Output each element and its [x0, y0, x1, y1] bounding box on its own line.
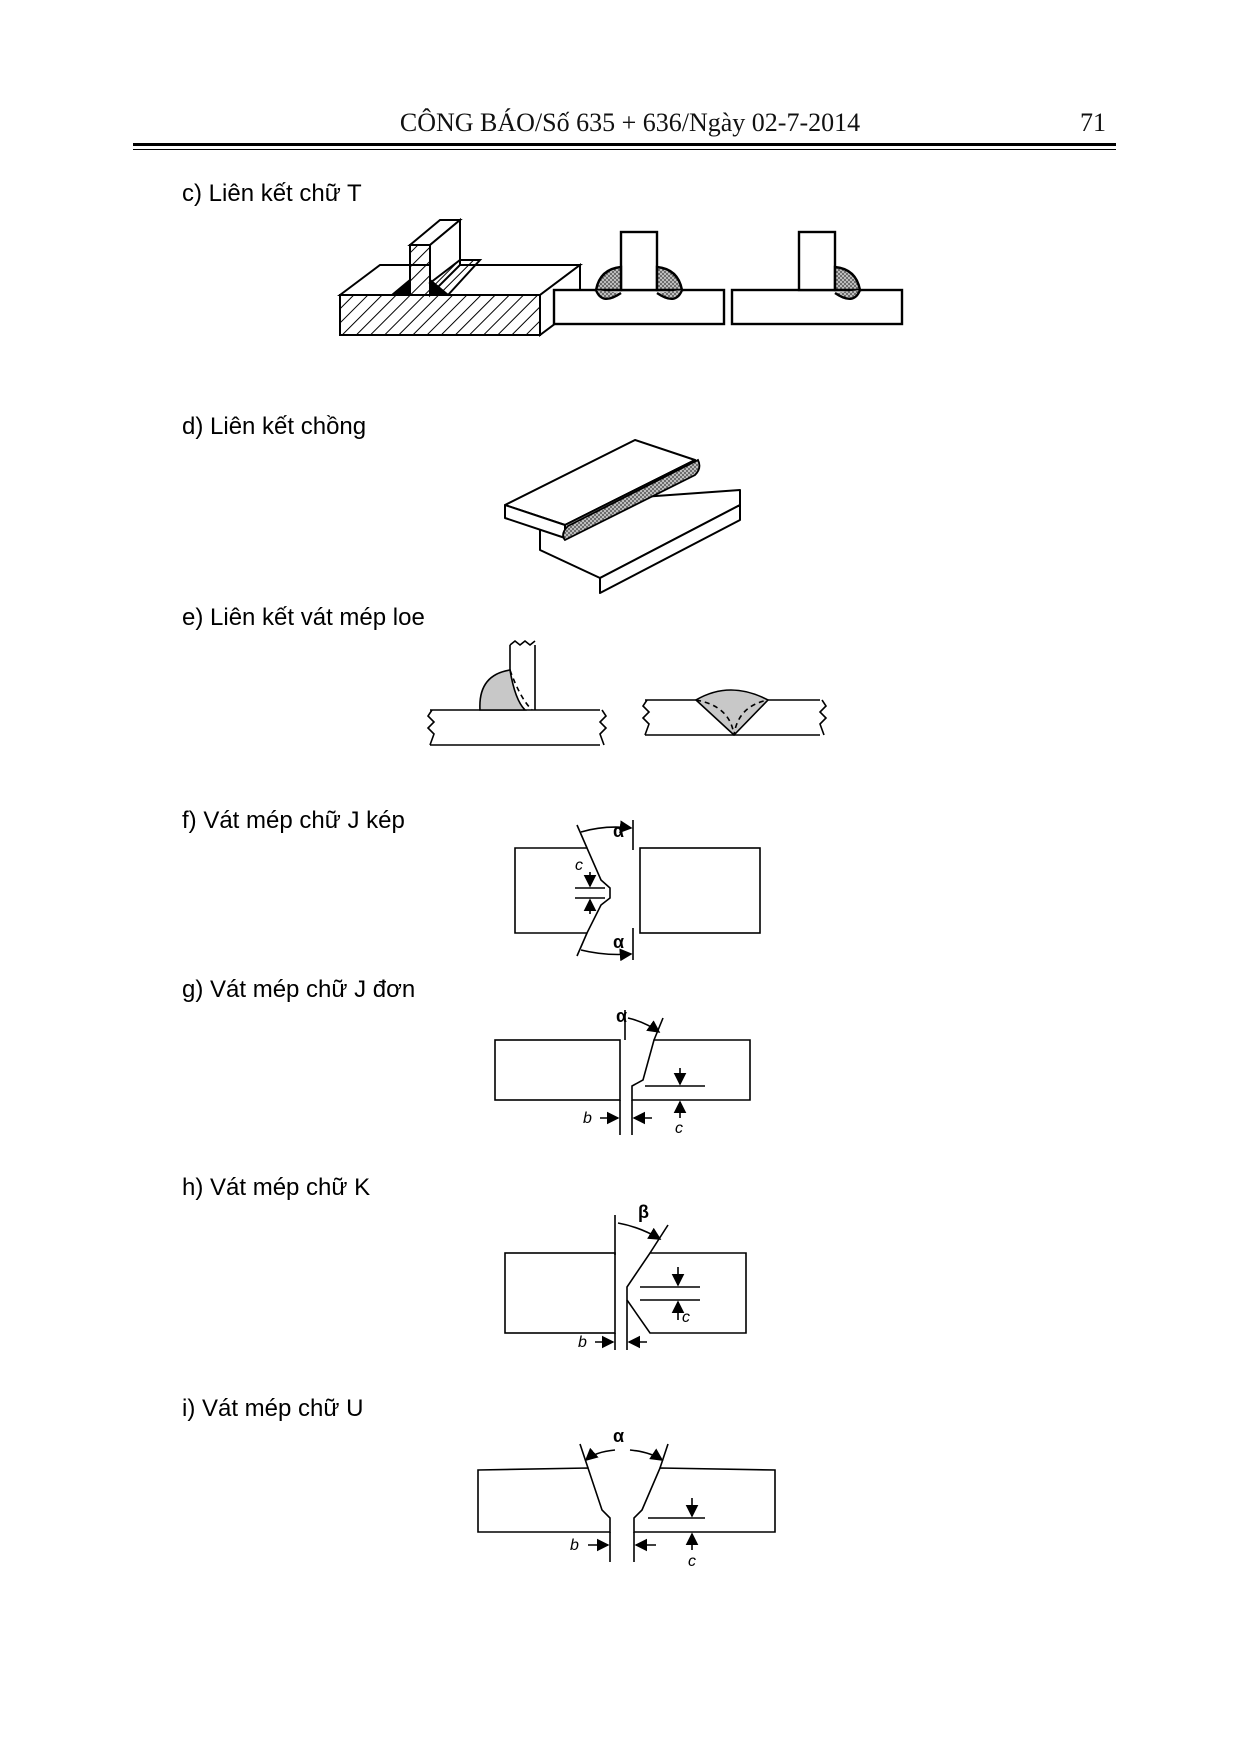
- caption-lap-joint: d) Liên kết chồng: [182, 413, 367, 440]
- caption-single-j: g) Vát mép chữ J đơn: [182, 976, 416, 1003]
- page-number: 71: [1080, 108, 1106, 137]
- c-label: c: [688, 1553, 696, 1570]
- k-groove-figure: β c b: [504, 1202, 747, 1351]
- b-label: b: [570, 1537, 579, 1554]
- b-label: b: [583, 1110, 592, 1127]
- b-label: b: [578, 1334, 587, 1351]
- caption-t-joint: c) Liên kết chữ T: [182, 180, 362, 207]
- c-label: c: [682, 1309, 690, 1326]
- u-groove-figure: α b c: [477, 1426, 776, 1570]
- caption-flare-groove: e) Liên kết vát mép loe: [182, 604, 425, 631]
- t-joint-figure: [337, 217, 904, 337]
- caption-k-groove: h) Vát mép chữ K: [182, 1174, 371, 1201]
- alpha-label: α: [613, 1426, 624, 1446]
- caption-double-j: f) Vát mép chữ J kép: [182, 807, 405, 834]
- header-rule-thick: [133, 143, 1116, 146]
- page-header-title: CÔNG BÁO/Số 635 + 636/Ngày 02-7-2014: [399, 108, 861, 137]
- flare-groove-figure: [426, 639, 828, 746]
- alpha-label-bottom: α: [613, 932, 624, 952]
- single-j-figure: α b c: [494, 1006, 751, 1137]
- caption-u-groove: i) Vát mép chữ U: [182, 1395, 364, 1422]
- header-rule-thin: [133, 149, 1116, 150]
- double-j-figure: α α c: [514, 820, 761, 962]
- lap-joint-figure: [504, 439, 741, 594]
- beta-label: β: [638, 1202, 649, 1222]
- c-label: c: [675, 1120, 683, 1137]
- c-label: c: [575, 857, 583, 874]
- alpha-label-top: α: [613, 821, 624, 841]
- alpha-label: α: [616, 1006, 627, 1026]
